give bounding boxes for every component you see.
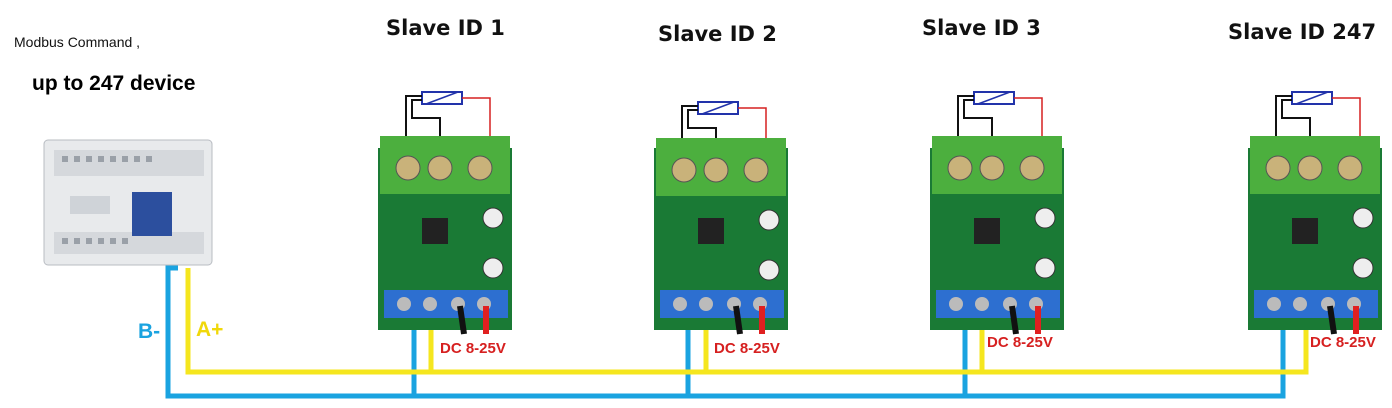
bus-label-a: A+ [196,318,224,341]
power-label-2: DC 8-25V [714,340,780,357]
slave-title-2: Slave ID 2 [658,22,777,46]
slave-module-3 [930,91,1064,335]
power-label-4: DC 8-25V [1310,334,1376,351]
slave-title-4: Slave ID 247 [1228,20,1377,44]
bus-wire-a [185,268,1309,375]
device-count-text: up to 247 device [32,72,196,95]
power-label-3: DC 8-25V [987,334,1053,351]
slave-module-4 [1248,91,1382,335]
slave-title-3: Slave ID 3 [922,16,1041,40]
slave-module-2 [654,101,788,335]
slave-title-1: Slave ID 1 [386,16,505,40]
bus-label-b: B- [138,320,161,343]
power-label-1: DC 8-25V [440,340,506,357]
slave-module-1 [378,91,512,335]
plc-controller [43,139,213,266]
command-text: Modbus Command , [14,34,141,50]
